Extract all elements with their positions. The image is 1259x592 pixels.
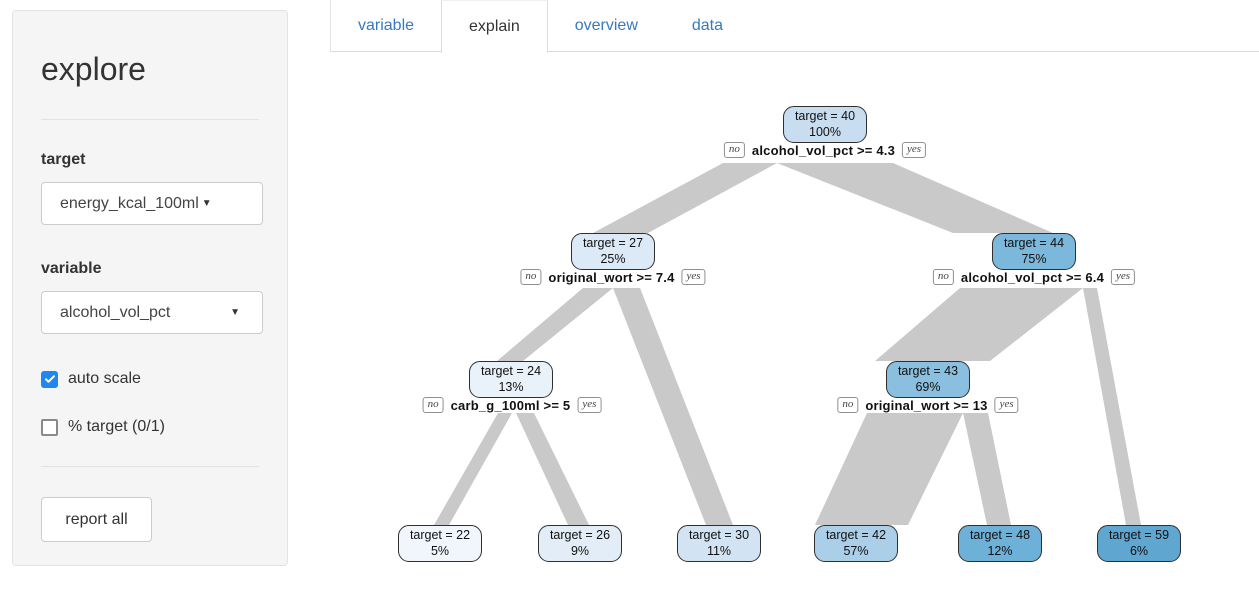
tab-data[interactable]: data <box>691 16 724 34</box>
tree-edge <box>1083 288 1141 525</box>
tab-overview[interactable]: overview <box>574 16 638 34</box>
tree-edges-layer <box>434 163 1141 525</box>
tree-split-label: no alcohol_vol_pct >= 4.3 yes <box>723 142 927 159</box>
chevron-down-icon: ▼ <box>230 307 240 318</box>
target-select-value: energy_kcal_100ml <box>60 194 199 212</box>
tree-edge <box>434 413 512 525</box>
node-percent: 13% <box>498 380 524 394</box>
tree-node-n43: target = 43 69% <box>886 361 970 398</box>
checkbox-unchecked-icon[interactable] <box>41 418 58 436</box>
split-yes-tag: yes <box>577 397 602 414</box>
tree-edge <box>815 413 963 525</box>
tree-edge <box>613 288 733 525</box>
tree-split-label: no original_wort >= 13 yes <box>837 397 1019 414</box>
tree-edge <box>777 163 1053 233</box>
split-condition: alcohol_vol_pct >= 6.4 <box>960 269 1105 285</box>
pct-target-label: % target (0/1) <box>68 418 165 435</box>
tree-node-leaf22: target = 22 5% <box>398 525 482 562</box>
node-percent: 6% <box>1129 544 1149 558</box>
variable-select[interactable]: alcohol_vol_pct ▼ <box>41 291 263 334</box>
tree-node-n24: target = 24 13% <box>469 361 553 398</box>
divider <box>41 466 259 467</box>
node-target-value: target = 42 <box>825 528 887 542</box>
node-target-value: target = 59 <box>1108 528 1170 542</box>
variable-select-value: alcohol_vol_pct <box>60 303 171 321</box>
node-target-value: target = 44 <box>1003 236 1065 250</box>
tree-node-leaf59: target = 59 6% <box>1097 525 1181 562</box>
node-percent: 75% <box>1021 252 1047 266</box>
target-label: target <box>41 151 86 168</box>
node-percent: 69% <box>915 380 941 394</box>
divider <box>41 119 259 120</box>
node-target-value: target = 24 <box>480 364 542 378</box>
target-select[interactable]: energy_kcal_100ml ▼ <box>41 182 263 225</box>
split-yes-tag: yes <box>681 269 706 286</box>
decision-tree: no alcohol_vol_pct >= 4.3 yes no original_wo… <box>330 52 1259 592</box>
tab-explain[interactable]: explain <box>441 0 548 53</box>
sidebar-title: explore <box>41 51 146 87</box>
auto-scale-checkbox[interactable]: auto scale <box>41 370 141 388</box>
split-condition: original_wort >= 7.4 <box>548 269 675 285</box>
report-all-button[interactable]: report all <box>41 497 152 542</box>
chevron-down-icon: ▼ <box>201 198 212 209</box>
node-target-value: target = 26 <box>549 528 611 542</box>
tree-node-n27: target = 27 25% <box>571 233 655 270</box>
tree-node-n44: target = 44 75% <box>992 233 1076 270</box>
split-no-tag: no <box>422 397 444 414</box>
tab-bar: variable explain overview data <box>330 0 1259 53</box>
node-percent: 57% <box>843 544 869 558</box>
split-no-tag: no <box>932 269 954 286</box>
variable-label: variable <box>41 260 102 277</box>
tree-edge <box>875 288 1083 361</box>
split-yes-tag: yes <box>902 142 927 159</box>
node-percent: 5% <box>430 544 450 558</box>
node-target-value: target = 48 <box>969 528 1031 542</box>
auto-scale-label: auto scale <box>68 370 141 387</box>
node-percent: 11% <box>706 544 732 558</box>
split-condition: carb_g_100ml >= 5 <box>450 397 571 413</box>
tab-variable[interactable]: variable <box>330 0 441 51</box>
split-condition: original_wort >= 13 <box>865 397 988 413</box>
split-condition: alcohol_vol_pct >= 4.3 <box>751 142 896 158</box>
explore-sidebar: explore target energy_kcal_100ml ▼ varia… <box>12 10 288 566</box>
split-yes-tag: yes <box>1111 269 1136 286</box>
tree-split-label: no carb_g_100ml >= 5 yes <box>422 397 602 414</box>
split-yes-tag: yes <box>994 397 1019 414</box>
tree-split-label: no original_wort >= 7.4 yes <box>520 269 706 286</box>
tree-edge <box>963 413 1011 525</box>
pct-target-checkbox[interactable]: % target (0/1) <box>41 418 165 436</box>
split-no-tag: no <box>723 142 745 159</box>
tree-edge <box>497 288 613 361</box>
tree-edge <box>593 163 777 233</box>
split-no-tag: no <box>520 269 542 286</box>
tree-node-root: target = 40 100% <box>783 106 867 143</box>
node-percent: 9% <box>570 544 590 558</box>
tree-node-leaf42: target = 42 57% <box>814 525 898 562</box>
node-percent: 100% <box>809 125 841 139</box>
node-percent: 12% <box>987 544 1013 558</box>
tree-edge <box>516 413 589 525</box>
tree-split-label: no alcohol_vol_pct >= 6.4 yes <box>932 269 1136 286</box>
node-target-value: target = 30 <box>688 528 750 542</box>
node-target-value: target = 43 <box>897 364 959 378</box>
node-target-value: target = 40 <box>794 109 856 123</box>
node-target-value: target = 22 <box>409 528 471 542</box>
node-percent: 25% <box>600 252 626 266</box>
checkbox-checked-icon[interactable] <box>41 370 58 388</box>
node-target-value: target = 27 <box>582 236 644 250</box>
tree-node-leaf48: target = 48 12% <box>958 525 1042 562</box>
tree-node-leaf30: target = 30 11% <box>677 525 761 562</box>
split-no-tag: no <box>837 397 859 414</box>
tree-node-leaf26: target = 26 9% <box>538 525 622 562</box>
